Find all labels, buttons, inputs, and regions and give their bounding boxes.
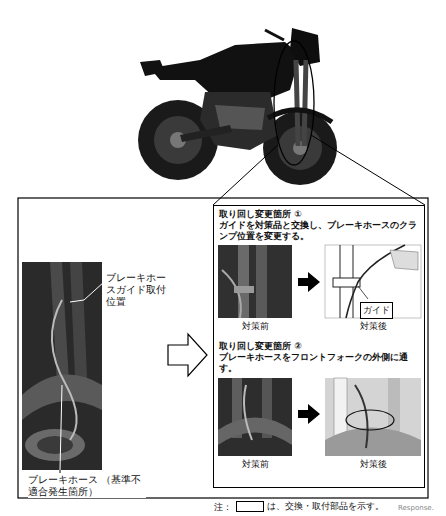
- countermeasure-panel: 取り回し変更箇所 ①ガイドを対策品と交換し、ブレーキホースのクランプ位置を変更す…: [213, 205, 425, 488]
- hollow-arrow: [168, 334, 207, 376]
- callout-label: ブレーキホースガイド取付位置: [106, 272, 168, 308]
- photo-before-1: [218, 245, 292, 318]
- watermark: Response.: [398, 504, 444, 512]
- photo-caption: 対策前: [225, 321, 285, 332]
- note-label: 注：: [214, 502, 236, 513]
- photo-after-1: [325, 245, 421, 318]
- part-label-box: ガイド: [360, 302, 393, 319]
- part-name: ガイド: [363, 305, 390, 316]
- outer-frame: [18, 198, 428, 498]
- photo-before-2: [218, 378, 292, 456]
- photo-caption: 対策前: [225, 459, 285, 470]
- section-heading: 取り回し変更箇所 ①: [219, 209, 423, 220]
- section-body: ブレーキホースをフロントフォークの外側に通す。: [219, 352, 423, 374]
- section-body: ガイドを対策品と交換し、ブレーキホースのクランプ位置を変更する。: [219, 220, 423, 242]
- motorcycle-illustration: [138, 28, 425, 205]
- solid-arrow: [298, 272, 320, 292]
- section-heading: 取り回し変更箇所 ②: [219, 341, 423, 352]
- legend-text: は、交換・取付部品を示す。: [267, 501, 384, 512]
- legend-swatch-box: [236, 501, 264, 512]
- photo-caption: 対策後: [343, 459, 403, 470]
- photo-after-2: [325, 378, 421, 456]
- callout-label: ブレーキホース （基準不適合発生箇所）: [28, 474, 146, 498]
- photo-before: [22, 262, 104, 473]
- solid-arrow: [298, 404, 320, 424]
- photo-caption: 対策後: [343, 321, 403, 332]
- legend-entry: は、交換・取付部品を示す。: [236, 501, 384, 512]
